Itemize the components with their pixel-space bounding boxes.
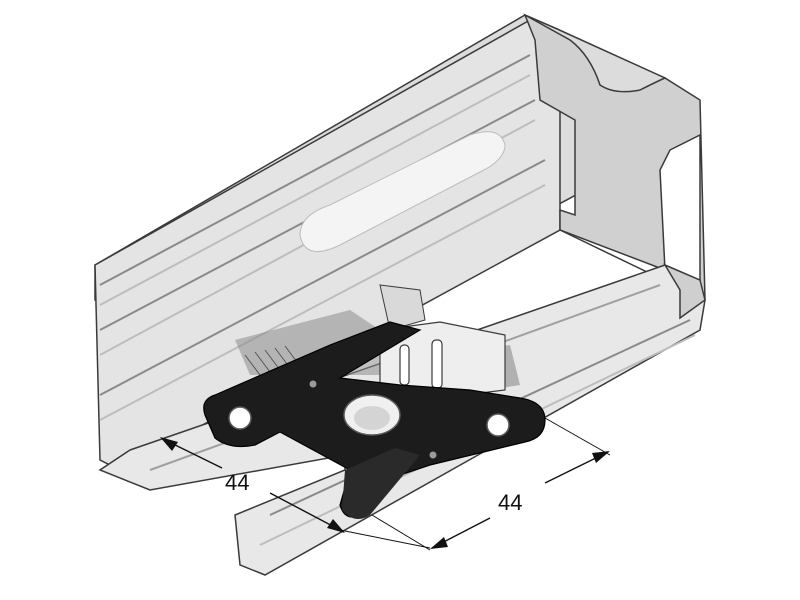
dimension-right-arrow-upper	[592, 451, 610, 463]
bracket-small-hole	[429, 451, 437, 459]
dimension-left: 44	[160, 437, 431, 549]
dimension-left-arrow-lower	[327, 519, 345, 533]
dimension-left-line-lower	[269, 492, 341, 531]
bracket-small-hole	[309, 380, 317, 388]
clip-slot	[431, 339, 443, 389]
upper-channel-slot	[299, 131, 506, 253]
extension-line	[544, 417, 611, 456]
dimension-right-label: 44	[498, 490, 522, 515]
lower-channel-end-profile	[663, 263, 706, 320]
dimension-right: 44	[371, 417, 611, 551]
bracket-wing	[342, 448, 420, 519]
upper-groove-line	[99, 74, 531, 306]
extension-line	[371, 514, 431, 551]
dimension-right-arrow-lower	[430, 537, 448, 549]
extension-line	[339, 529, 431, 549]
upper-channel-profile	[94, 13, 706, 471]
dimension-left-label: 44	[225, 470, 249, 495]
bracket-center-hole-inner	[354, 406, 390, 430]
upper-groove-line	[99, 54, 531, 286]
upper-groove-line	[99, 184, 546, 421]
clip-tab	[379, 284, 426, 331]
upper-groove-line	[99, 159, 546, 396]
connector-assembly	[203, 284, 546, 519]
bracket-hole-right	[486, 413, 510, 437]
upper-channel-end-profile	[523, 13, 706, 320]
bracket-hole-left	[228, 406, 252, 430]
dimension-left-arrow-upper	[160, 437, 178, 451]
clip-slot	[399, 344, 410, 386]
